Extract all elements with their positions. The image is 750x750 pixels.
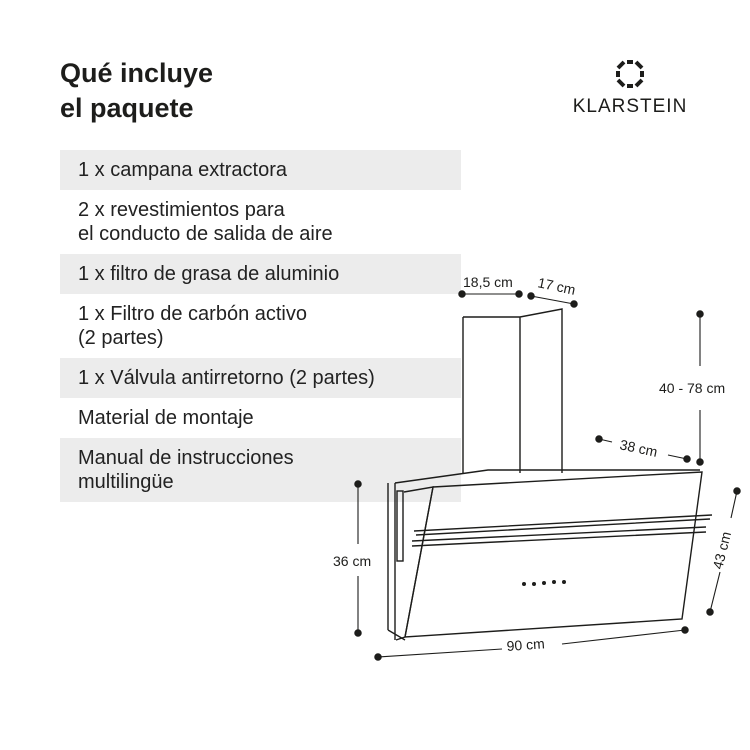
dim-label-chimney-width: 18,5 cm	[463, 274, 513, 290]
dim-dot	[706, 608, 714, 616]
dim-dot	[683, 455, 691, 463]
list-item-line: 1 x Válvula antirretorno (2 partes)	[78, 367, 375, 389]
klarstein-logo-icon	[616, 60, 644, 88]
list-item-line: (2 partes)	[78, 327, 164, 349]
dim-dot	[354, 629, 362, 637]
dim-dot	[696, 458, 704, 466]
list-item-line: 1 x Filtro de carbón activo	[78, 303, 307, 325]
dim-line-hood-width-right	[561, 629, 686, 645]
dim-dot	[681, 626, 689, 634]
hood-rail-top	[413, 514, 713, 536]
hood-back-frame	[387, 483, 406, 641]
control-button	[542, 581, 546, 585]
dim-label-chimney-height: 40 - 78 cm	[659, 380, 725, 396]
dim-dot	[527, 292, 535, 300]
dim-dot	[595, 435, 603, 443]
list-item-line: 1 x campana extractora	[78, 159, 287, 181]
list-item: 1 x Válvula antirretorno (2 partes)	[60, 358, 461, 398]
list-item-line: Manual de instrucciones	[78, 447, 294, 469]
control-buttons	[522, 580, 566, 586]
dim-dot	[374, 653, 382, 661]
dim-dot	[515, 290, 523, 298]
dim-label-hood-width: 90 cm	[506, 635, 545, 654]
control-button	[532, 582, 536, 586]
dim-line-hood-depth	[598, 438, 613, 443]
page-title: Qué incluye el paquete	[60, 56, 213, 126]
list-item-line: el conducto de salida de aire	[78, 223, 333, 245]
dim-line-panel-length-lower	[709, 571, 721, 613]
dim-line-hood-width	[377, 648, 503, 658]
dim-label-hood-depth: 38 cm	[618, 436, 659, 460]
dim-label-chimney-depth: 17 cm	[536, 274, 577, 298]
list-item-line: 2 x revestimientos para	[78, 199, 285, 221]
list-item: Manual de instrucciones multilingüe	[60, 438, 461, 502]
title-line-1: Qué incluye	[60, 58, 214, 88]
dim-label-panel-length: 43 cm	[709, 530, 734, 571]
control-button	[522, 582, 526, 586]
list-item: 1 x Filtro de carbón activo (2 partes)	[60, 294, 461, 358]
dim-line-chimney-depth	[530, 295, 575, 305]
list-item-line: Material de montaje	[78, 407, 254, 429]
brand-logo: KLARSTEIN	[560, 58, 700, 118]
control-button	[562, 580, 566, 584]
hood-rail-bottom	[411, 526, 707, 547]
list-item: Material de montaje	[60, 398, 461, 438]
dim-dot	[696, 310, 704, 318]
dim-dot	[733, 487, 741, 495]
list-item: 1 x campana extractora	[60, 150, 461, 190]
list-item-line: 1 x filtro de grasa de aluminio	[78, 263, 340, 285]
list-item: 2 x revestimientos para el conducto de s…	[60, 190, 461, 254]
dim-line-hood-depth-right	[667, 454, 688, 460]
title-line-2: el paquete	[60, 93, 194, 123]
list-item: 1 x filtro de grasa de aluminio	[60, 254, 461, 294]
hood-panel-edge	[395, 486, 434, 641]
control-button	[552, 580, 556, 584]
package-contents-list: 1 x campana extractora 2 x revestimiento…	[60, 150, 461, 502]
dim-label-hood-height: 36 cm	[333, 553, 371, 569]
brand-name: KLARSTEIN	[572, 96, 688, 117]
dim-dot	[570, 300, 578, 308]
dim-line-panel-length	[730, 490, 738, 519]
list-item-line: multilingüe	[78, 471, 174, 493]
chimney-outline	[462, 308, 563, 473]
